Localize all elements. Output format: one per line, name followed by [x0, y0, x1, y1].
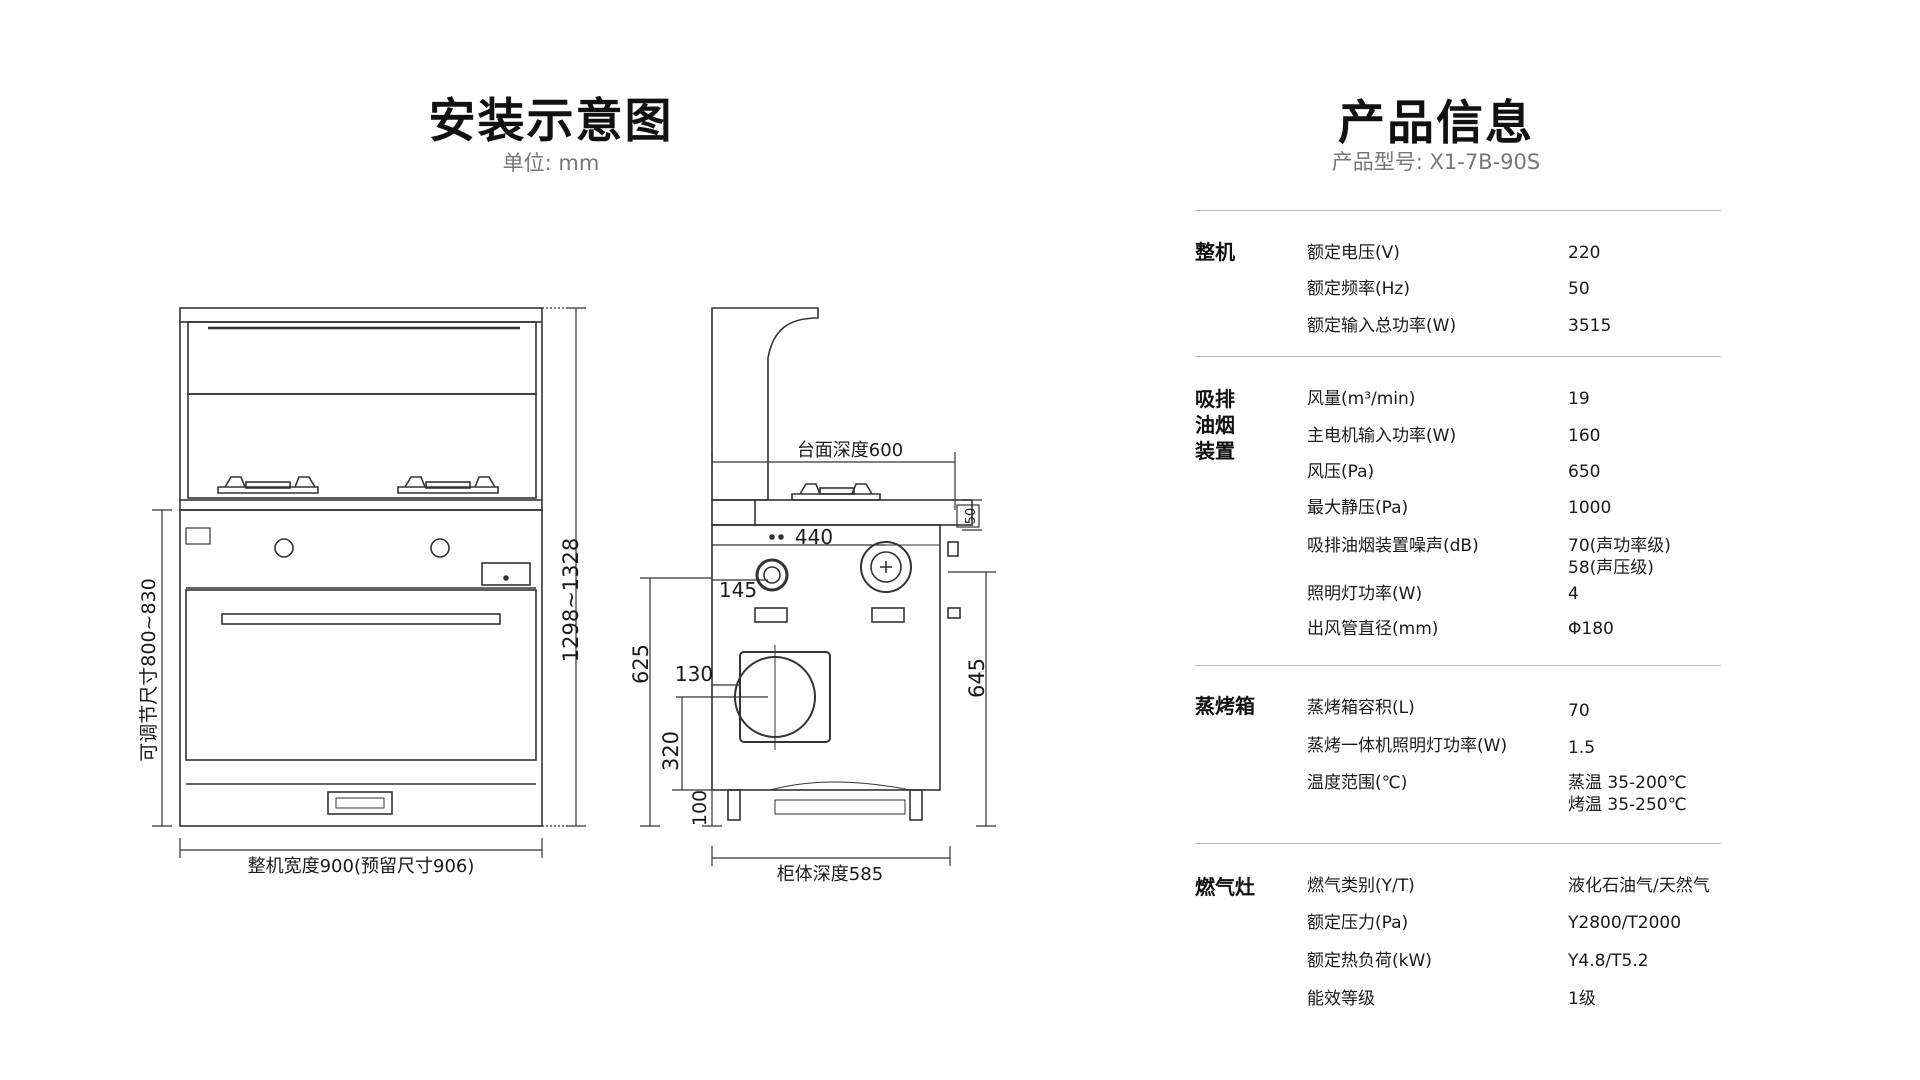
spec-label: 额定频率(Hz) [1307, 279, 1410, 299]
dim-100-label: 100 [689, 790, 711, 826]
spec-value: 160 [1568, 426, 1601, 446]
dim-adjustable-label: 可调节尺寸800~830 [138, 578, 160, 761]
side-view: 台面深度600 50 440 145 130 625 [629, 307, 996, 885]
foot-front [727, 789, 741, 821]
burner-right [397, 476, 499, 494]
dim-645-label: 645 [965, 658, 989, 698]
hood-panel [187, 321, 537, 395]
dim-height [542, 307, 586, 827]
spec-label: 最大静压(Pa) [1307, 498, 1409, 518]
product-info-title: 产品信息 [1338, 96, 1534, 151]
front-view: 1298~1328 可调节尺寸800~830 整机宽度900(预留尺寸906) [138, 307, 586, 877]
dim-counter-depth-label: 台面深度600 [797, 440, 903, 461]
spec-value: 220 [1568, 243, 1601, 263]
spec-value: 蒸温 35-200℃ 烤温 35-250℃ [1568, 773, 1687, 815]
side-burner [791, 483, 881, 501]
spec-value: 50 [1568, 279, 1590, 299]
spec-label: 出风管直径(mm) [1307, 619, 1439, 639]
model-label: 产品型号: X1-7B-90S [1331, 150, 1541, 174]
spec-label: 照明灯功率(W) [1307, 584, 1423, 604]
drawer-handle [327, 791, 393, 815]
dim-645 [948, 571, 996, 827]
group-divider [1195, 356, 1721, 357]
dim-625 [640, 577, 712, 827]
installation-diagram: 1298~1328 可调节尺寸800~830 整机宽度900(预留尺寸906) [138, 307, 996, 885]
dim-440-label: 440 [795, 525, 833, 549]
spec-value: 1级 [1568, 989, 1596, 1009]
spec-label: 温度范围(℃) [1307, 773, 1408, 793]
group-divider [1195, 843, 1721, 844]
group-name: 蒸烤箱 [1195, 694, 1255, 718]
dim-counter-depth [711, 452, 956, 510]
knob-left [274, 538, 294, 558]
spec-label: 额定热负荷(kW) [1307, 951, 1432, 971]
oven-door [185, 589, 537, 761]
installation-title: 安装示意图 [428, 94, 674, 149]
vent-right [871, 607, 905, 623]
hood-lower-panel [187, 393, 537, 499]
dim-height-label: 1298~1328 [559, 538, 583, 662]
spec-value: Φ180 [1568, 619, 1614, 639]
spec-label: 风压(Pa) [1307, 462, 1375, 482]
spec-label: 蒸烤箱容积(L) [1307, 698, 1415, 718]
dim-thickness-label: 50 [964, 508, 979, 525]
spec-label: 风量(m³/min) [1307, 389, 1416, 409]
dim-320-label: 320 [659, 731, 683, 771]
countertop [179, 499, 543, 511]
dim-width [179, 838, 543, 858]
spec-value: 3515 [1568, 316, 1612, 336]
group-name: 吸排 油烟 装置 [1195, 387, 1235, 463]
dim-thickness [956, 499, 982, 531]
spec-label: 蒸烤一体机照明灯功率(W) [1307, 736, 1508, 756]
spec-value: 70(声功率级) 58(声压级) [1568, 536, 1671, 578]
dim-adjustable [152, 509, 172, 827]
dim-130-label: 130 [675, 662, 713, 686]
side-cabinet [711, 524, 941, 791]
spec-label: 主电机输入功率(W) [1307, 426, 1457, 446]
display-panel [481, 562, 531, 586]
oven-handle [221, 613, 501, 625]
side-port-large [860, 541, 912, 593]
dim-width-label: 整机宽度900(预留尺寸906) [248, 856, 475, 877]
side-port-small [755, 558, 789, 592]
group-name: 燃气灶 [1195, 875, 1255, 899]
spec-value: 19 [1568, 389, 1590, 409]
spec-value: 1000 [1568, 498, 1612, 518]
burner-left [217, 476, 319, 494]
knob-right [430, 538, 450, 558]
group-name: 整机 [1195, 240, 1235, 264]
hood-top [179, 307, 543, 323]
spec-label: 吸排油烟装置噪声(dB) [1307, 536, 1479, 556]
spec-label: 额定压力(Pa) [1307, 913, 1409, 933]
side-countertop [711, 499, 973, 526]
dim-130 [676, 684, 768, 698]
unit-label: 单位: mm [502, 151, 600, 175]
spec-label: 能效等级 [1307, 989, 1375, 1009]
group-divider [1195, 665, 1721, 666]
spec-value: 1.5 [1568, 738, 1596, 758]
vent-left [754, 607, 788, 623]
cabinet-body [179, 509, 543, 827]
spec-value: Y4.8/T5.2 [1568, 951, 1649, 971]
spec-value: 650 [1568, 462, 1601, 482]
spec-label: 燃气类别(Y/T) [1307, 876, 1415, 896]
spec-value: 70 [1568, 701, 1590, 721]
spec-value: 液化石油气/天然气 [1568, 876, 1710, 896]
dim-100 [702, 790, 722, 827]
foot-rear [909, 789, 923, 821]
dim-cabinet-depth [711, 846, 951, 866]
spec-value: Y2800/T2000 [1568, 913, 1682, 933]
spec-value: 4 [1568, 584, 1579, 604]
dim-320 [672, 697, 712, 791]
spec-label: 额定输入总功率(W) [1307, 316, 1457, 336]
dim-cabinet-depth-label: 柜体深度585 [777, 864, 883, 885]
spec-label: 额定电压(V) [1307, 243, 1400, 263]
hood-column [711, 307, 819, 501]
dim-625-label: 625 [629, 644, 653, 684]
dim-145-label: 145 [719, 578, 757, 602]
group-divider [1195, 210, 1721, 211]
